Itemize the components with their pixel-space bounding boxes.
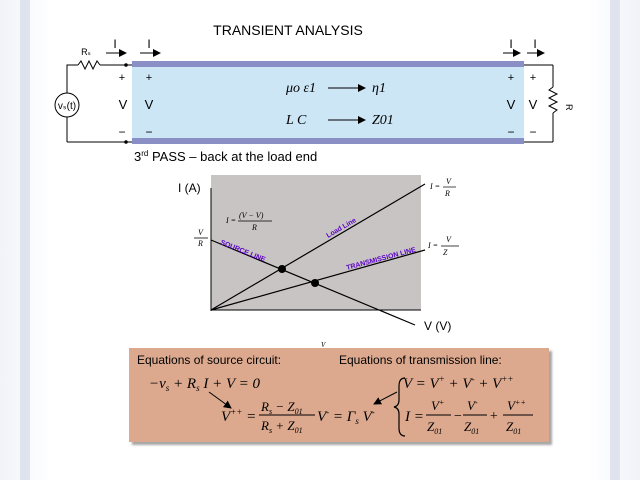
minus-sign-3: −: [507, 125, 514, 139]
circuit: vₛ(t) Rₛ R I I I I +: [54, 37, 574, 144]
reflection-lhs: V++ =: [221, 407, 256, 425]
src-eq-den: R: [251, 223, 257, 232]
voltage-label-2: V: [145, 97, 154, 112]
tl-current-den-2: Z01: [464, 419, 479, 436]
tl-heading: Equations of transmission line:: [339, 353, 502, 367]
load-eq-lhs: I =: [429, 182, 440, 191]
reflection-num: Rs − Z01: [260, 399, 303, 416]
tl-current-num-1: V+: [431, 398, 444, 413]
minus-sign-4: −: [529, 125, 536, 139]
current-label-4: I: [533, 37, 536, 51]
current-label-3: I: [509, 37, 512, 51]
yint-den: R: [197, 239, 203, 248]
voltage-label-3: V: [507, 97, 516, 112]
tl-eq-den: Z: [443, 248, 448, 257]
transmission-line: [132, 64, 524, 141]
plus-sign-4: +: [530, 72, 536, 84]
plus-sign-1: +: [119, 72, 125, 84]
reflection-den: Rs + Z01: [260, 418, 303, 435]
load-line: [210, 183, 426, 311]
intersection-point-2: [311, 279, 319, 287]
current-label-1: I: [113, 37, 116, 51]
plot-area: [211, 175, 421, 310]
tl-top-conductor: [132, 61, 524, 67]
minus-sign-1: −: [118, 125, 125, 139]
line-props-bottom-result: Z01: [372, 113, 394, 128]
tl-eq-num: V: [446, 235, 452, 244]
src-eq-lhs: I =: [225, 216, 236, 225]
tl-voltage-equation: V = V+ + V- + V++: [403, 374, 514, 392]
rl-label: R: [564, 104, 574, 111]
rs-label: Rₛ: [81, 47, 91, 57]
source-label: vₛ(t): [58, 101, 76, 112]
tl-current-den-3: Z01: [506, 419, 521, 436]
line-props-bottom: L C: [285, 113, 307, 128]
slide-left-band: [20, 0, 30, 480]
x-intercept-label: V: [321, 341, 326, 349]
current-label-2: I: [147, 37, 150, 51]
voltage-label-4: V: [529, 97, 538, 112]
transmission-line-curve: [210, 249, 426, 311]
voltage-source: [54, 92, 80, 118]
plus-sign-2: +: [146, 72, 152, 84]
tl-eq-lhs: I =: [427, 241, 438, 250]
source-resistor: [77, 59, 101, 71]
src-eq-num: (V − V): [239, 211, 264, 220]
line-props-top-result: η1: [372, 81, 386, 96]
source-heading: Equations of source circuit:: [137, 353, 281, 367]
line-props-top: μo ε1: [285, 81, 316, 96]
page-title: TRANSIENT ANALYSIS: [213, 22, 363, 38]
equations-canvas: Equations of source circuit: Equations o…: [137, 353, 533, 437]
load-eq-den: R: [444, 189, 450, 198]
tl-current-num-3: V++: [507, 398, 526, 413]
plus-sign-3: +: [508, 72, 514, 84]
slide-right-band: [610, 0, 620, 480]
x-axis-label: V (V): [424, 319, 451, 333]
reflection-rhs: V- = Γs V-: [317, 407, 375, 426]
kvl-equation: −vs + Rs I + V = 0: [149, 376, 260, 393]
pass-label: 3rd PASS – back at the load end: [134, 149, 317, 164]
tl-bottom-conductor: [132, 138, 524, 144]
minus-sign-2: −: [145, 125, 152, 139]
iv-graph: I (A) V (V) SOURCE LINE Load Line TRANSM…: [178, 175, 459, 349]
tl-current-lhs: I =: [404, 409, 424, 425]
tl-current-den-1: Z01: [427, 419, 442, 436]
load-resistor: [547, 86, 559, 114]
minus-op: −: [453, 409, 462, 424]
load-eq-num: V: [446, 177, 452, 186]
equations-box: Equations of source circuit: Equations o…: [129, 348, 549, 442]
y-axis-label: I (A): [178, 181, 201, 195]
brace: [393, 377, 406, 437]
plus-op: +: [489, 409, 498, 424]
yint-num: V: [198, 228, 204, 237]
tl-current-num-2: V-: [467, 398, 478, 413]
intersection-point-1: [278, 265, 286, 273]
voltage-label-1: V: [119, 97, 128, 112]
